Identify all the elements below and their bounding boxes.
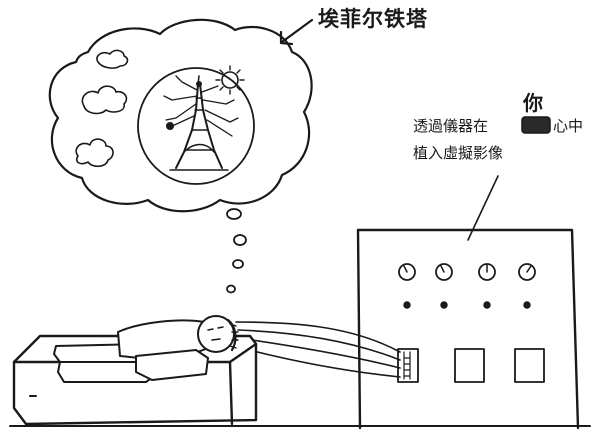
cloud-icon xyxy=(81,85,128,115)
thought-bubble xyxy=(48,18,313,213)
caption-text-after-box: 心中 xyxy=(553,117,583,135)
label-arrow xyxy=(279,18,314,46)
dial-icon xyxy=(518,263,536,281)
sun-icon xyxy=(215,65,245,95)
thought-bubble-label: 埃菲尔铁塔 xyxy=(318,7,428,31)
inserted-word-you: 你 xyxy=(522,91,543,115)
indicator-light xyxy=(403,301,411,309)
cloud-icon xyxy=(96,49,129,69)
indicator-light xyxy=(440,301,448,309)
dial-icon xyxy=(435,263,453,281)
blank-box xyxy=(521,116,551,134)
machine-panel xyxy=(454,348,485,383)
indicator-light xyxy=(523,301,531,309)
wires xyxy=(233,321,401,378)
dial-icon xyxy=(478,263,496,281)
lying-person xyxy=(53,315,239,383)
dial-icon xyxy=(398,263,416,281)
caption-text-before-box: 透過儀器在 xyxy=(413,117,488,135)
cloud-icon xyxy=(75,138,114,168)
machine-panel xyxy=(514,348,545,383)
caption-text-line2: 植入虛擬影像 xyxy=(413,144,503,162)
indicator-light xyxy=(483,301,491,309)
thought-dots xyxy=(226,208,247,294)
head xyxy=(197,315,235,353)
machine xyxy=(356,228,580,430)
connector-port xyxy=(397,348,419,383)
scene-circle xyxy=(137,67,255,185)
eiffel-tower-sketch xyxy=(163,75,239,171)
